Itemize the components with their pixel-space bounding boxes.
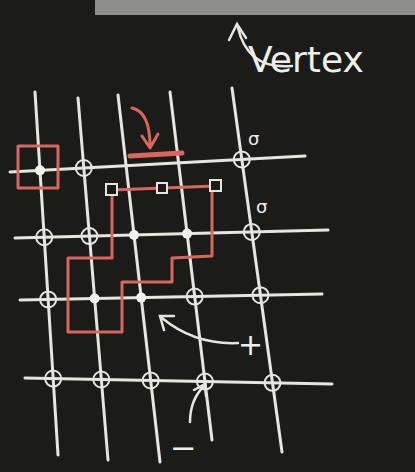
open-vertex [93,371,109,387]
highlighted-edge [130,153,182,156]
open-vertex [264,375,280,391]
open-vertex [234,151,250,167]
sigma-mark: σ [248,130,259,148]
open-vertex [244,224,260,240]
filled-vertex [182,229,192,239]
open-vertex [45,371,61,387]
minus-sign: − [170,432,197,464]
open-vertex [143,372,159,388]
plaquette-mark [157,183,167,193]
vertex-box [18,146,58,188]
filled-vertex [136,293,146,303]
filled-vertex [129,230,139,240]
plus-arrow [160,316,238,343]
plaquette-mark [210,180,221,191]
open-vertex [40,291,56,307]
lattice-line [232,88,282,452]
red-arrow [132,108,158,148]
sigma-mark: σ [256,198,267,216]
open-vertex [252,287,268,303]
lattice-line [78,98,108,460]
lattice-line [170,92,212,440]
minus-arrow [190,384,206,422]
open-vertex [76,160,92,176]
filled-vertex [35,165,45,175]
open-vertex [187,289,203,305]
lattice-line [20,294,322,300]
plaquette-mark [106,184,117,195]
open-vertex [81,228,97,244]
lattice-line [25,378,332,384]
top-bar [95,0,415,15]
lattice-line [15,230,328,238]
vertex-label: Vertex [248,42,364,78]
loop-path [68,192,212,332]
open-vertex [36,229,52,245]
plus-sign: + [238,330,263,360]
lattice-line [10,156,305,172]
filled-vertex [90,294,100,304]
lattice-line [118,95,160,462]
